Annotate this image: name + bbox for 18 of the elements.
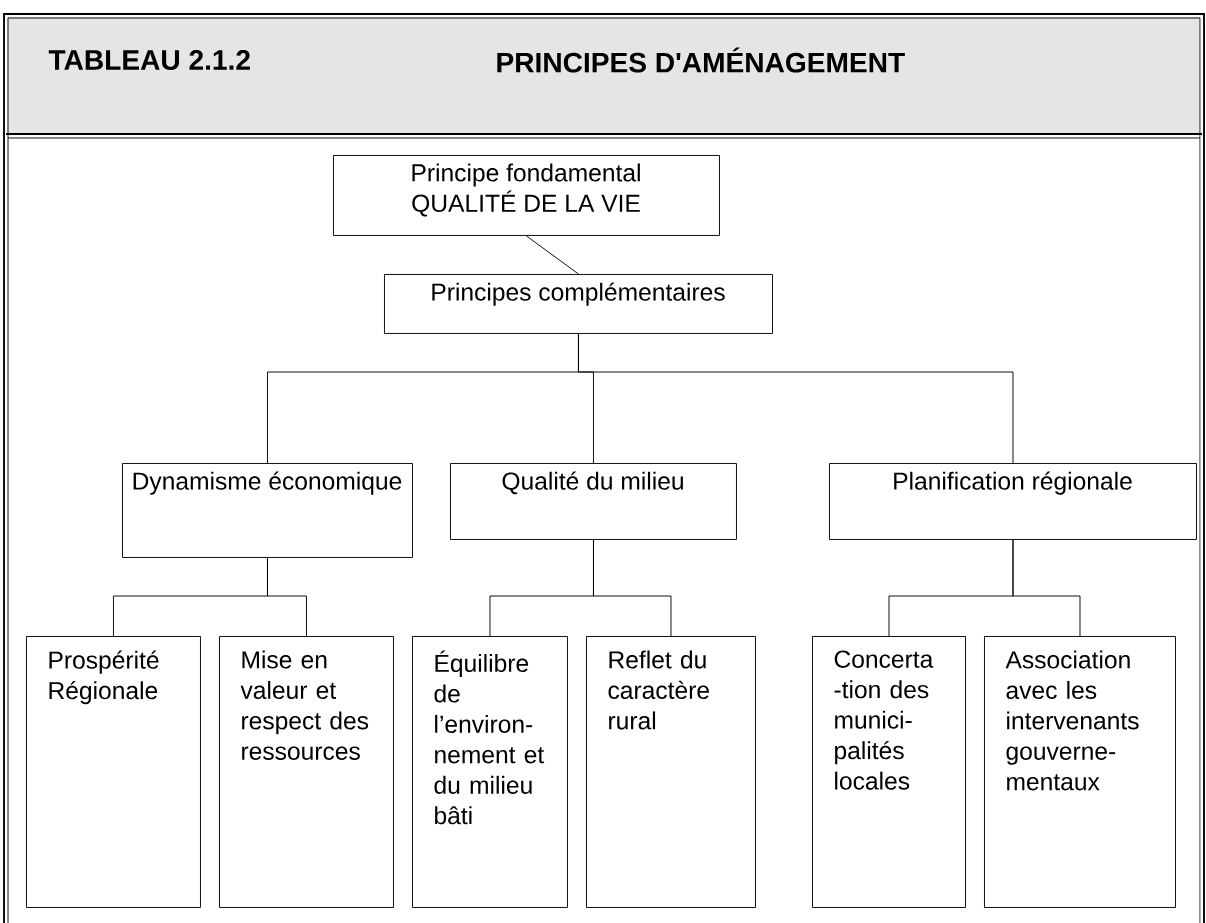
text-box: Qualité du milieu	[450, 463, 737, 540]
connector-line	[1012, 539, 1081, 637]
text-box: Principe fondamental QUALITÉ DE LA VIE	[333, 155, 720, 236]
table-number: TABLEAU 2.1.2	[48, 50, 250, 70]
connector-line	[526, 235, 579, 275]
text-box: Planification régionale	[829, 463, 1197, 540]
connector-line	[593, 539, 672, 637]
text-box: Concerta -tion des munici- palités locales	[812, 636, 966, 908]
text-box: Principes complémentaires	[384, 274, 773, 334]
text-box: Dynamisme économique	[122, 463, 413, 558]
text-box: Équilibre de l’environ- nement et du milieu bâti	[412, 636, 568, 908]
text-box: Mise en valeur et respect des ressources	[219, 636, 394, 908]
table-title: PRINCIPES D'AMÉNAGEMENT	[497, 47, 905, 73]
text-box: Reflet du caractère rural	[586, 636, 756, 908]
connector-line	[267, 557, 307, 637]
text-box: Association avec les intervenants gouverne- mentaux	[984, 636, 1176, 908]
connector-line	[578, 333, 1014, 464]
text-box: Prospérité Régionale	[26, 636, 201, 908]
